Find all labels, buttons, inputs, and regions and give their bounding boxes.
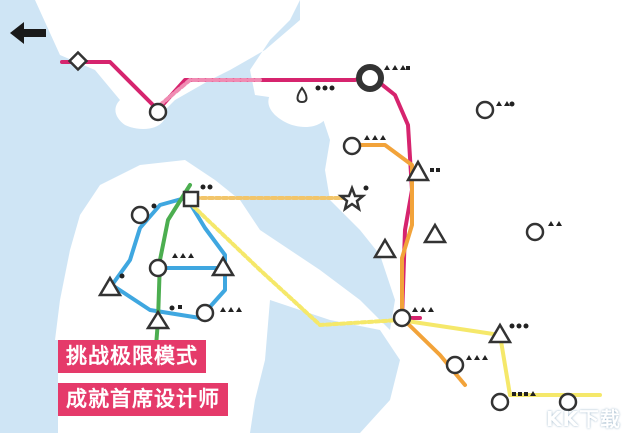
station-triangle[interactable] <box>210 255 236 277</box>
station-circle[interactable] <box>475 100 495 120</box>
station-hub[interactable] <box>356 64 384 92</box>
station-triangle[interactable] <box>97 275 123 297</box>
station-triangle[interactable] <box>487 322 513 344</box>
station-circle[interactable] <box>392 308 412 328</box>
watermark-logo: KK下载 <box>546 407 621 431</box>
station-circle[interactable] <box>525 222 545 242</box>
passenger-markers <box>119 65 562 396</box>
banner-chief-designer: 成就首席设计师 <box>58 383 228 416</box>
station-triangle[interactable] <box>145 309 171 330</box>
station-triangle[interactable] <box>372 237 398 259</box>
station-circle[interactable] <box>558 392 578 412</box>
station-diamond[interactable] <box>67 50 89 72</box>
station-circle[interactable] <box>195 303 215 323</box>
line-orange[interactable] <box>350 143 467 387</box>
station-circle[interactable] <box>490 392 510 412</box>
station-circle[interactable] <box>148 258 168 278</box>
station-triangle[interactable] <box>405 159 431 182</box>
arrow-left-icon[interactable] <box>10 22 46 44</box>
station-square[interactable] <box>182 190 200 208</box>
station-circle[interactable] <box>445 355 465 375</box>
station-droplet[interactable] <box>296 86 308 104</box>
station-circle[interactable] <box>130 205 150 225</box>
stations <box>67 50 578 412</box>
banner-challenge-mode: 挑战极限模式 <box>58 340 206 373</box>
station-triangle[interactable] <box>422 222 448 244</box>
station-star[interactable] <box>337 184 367 212</box>
station-circle[interactable] <box>342 136 362 156</box>
station-circle[interactable] <box>148 102 168 122</box>
line-yellow[interactable] <box>398 318 602 397</box>
